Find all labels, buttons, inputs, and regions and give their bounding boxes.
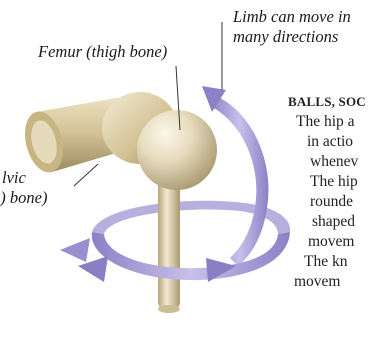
limb-label-line-1: Limb can move in (233, 7, 351, 26)
article-line: movem (308, 232, 366, 252)
rotation-ring-front (92, 232, 290, 280)
article-line: The hip a (296, 112, 366, 132)
pelvic-label-line-1: lvic (0, 168, 26, 187)
article-line: The kn (304, 252, 366, 272)
article-line: shaped (312, 212, 366, 232)
article-line: in actio (307, 132, 366, 152)
article-line: movem (294, 272, 366, 292)
swing-arrow-band (210, 96, 269, 266)
femur-shaft-end (158, 305, 180, 313)
article-text: BALLS, SOC The hip a in actio whenev The… (288, 92, 366, 292)
pelvic-leader-line (74, 164, 98, 186)
ring-arrow-head-back (60, 238, 90, 262)
pelvic-label-line-2: p) bone) (0, 188, 47, 207)
pelvic-label: lvic p) bone) (0, 168, 47, 208)
article-line: whenev (310, 152, 366, 172)
limb-label-line-2: many directions (233, 27, 338, 46)
article-heading: BALLS, SOC (288, 92, 366, 112)
article-line: The hip (310, 172, 366, 192)
limb-movement-label: Limb can move in many directions (233, 7, 351, 47)
femur-ball (137, 110, 217, 190)
femur-label: Femur (thigh bone) (38, 42, 167, 62)
article-line: rounde (310, 192, 366, 212)
